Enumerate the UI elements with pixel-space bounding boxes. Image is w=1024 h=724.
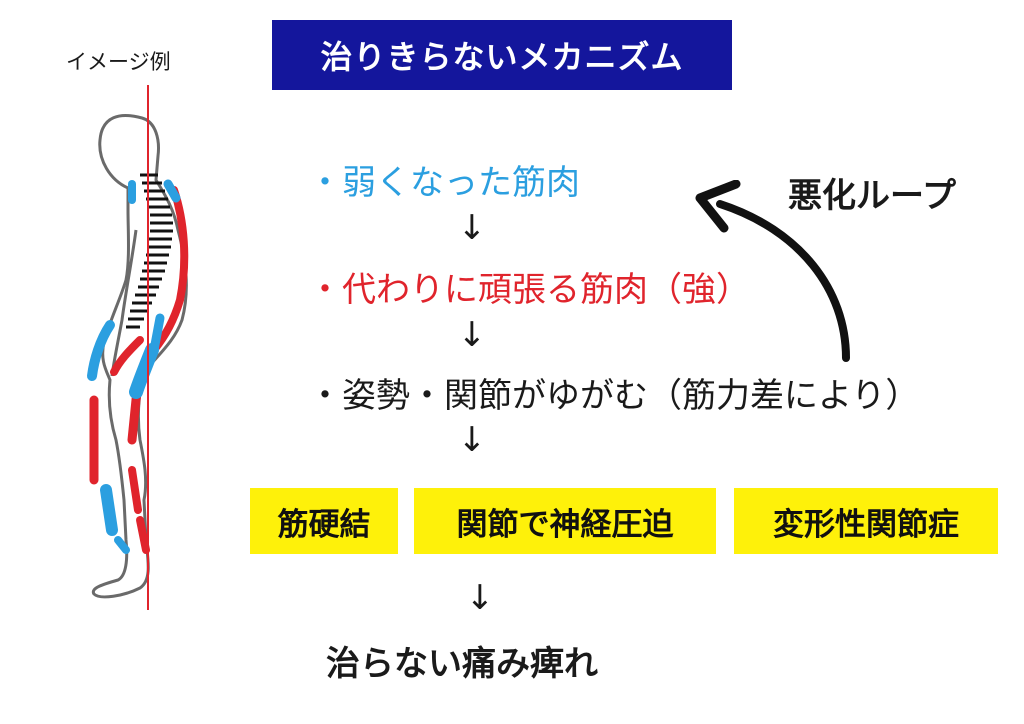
posture-figure-illustration [87, 85, 189, 610]
title-banner: 治りきらないメカニズム [272, 20, 732, 90]
weak-muscles [87, 179, 181, 554]
result-box-osteoarthritis: 変形性関節症 [734, 488, 998, 554]
result-box-nerve-compression: 関節で神経圧迫 [414, 488, 716, 554]
outcome-text: 治らない痛み痺れ [326, 644, 598, 684]
step-compensating-muscle: ・代わりに頑張る筋肉（強） [308, 270, 750, 310]
down-arrow-icon: ↓ [457, 208, 487, 248]
arm-outline [110, 229, 138, 377]
result-box-muscle-knot: 筋硬結 [250, 488, 398, 554]
down-arrow-icon: ↓ [465, 578, 495, 618]
step-weak-muscle: ・弱くなった筋肉 [308, 163, 580, 203]
figure-caption: イメージ例 [66, 50, 171, 74]
step-posture-distortion: ・姿勢・関節がゆがむ（筋力差により） [308, 376, 920, 416]
down-arrow-icon: ↓ [457, 420, 487, 460]
loop-label: 悪化ループ [788, 176, 956, 216]
spine-segments [126, 173, 173, 329]
down-arrow-icon: ↓ [457, 315, 487, 355]
curved-loop-arrow-icon [695, 180, 850, 362]
